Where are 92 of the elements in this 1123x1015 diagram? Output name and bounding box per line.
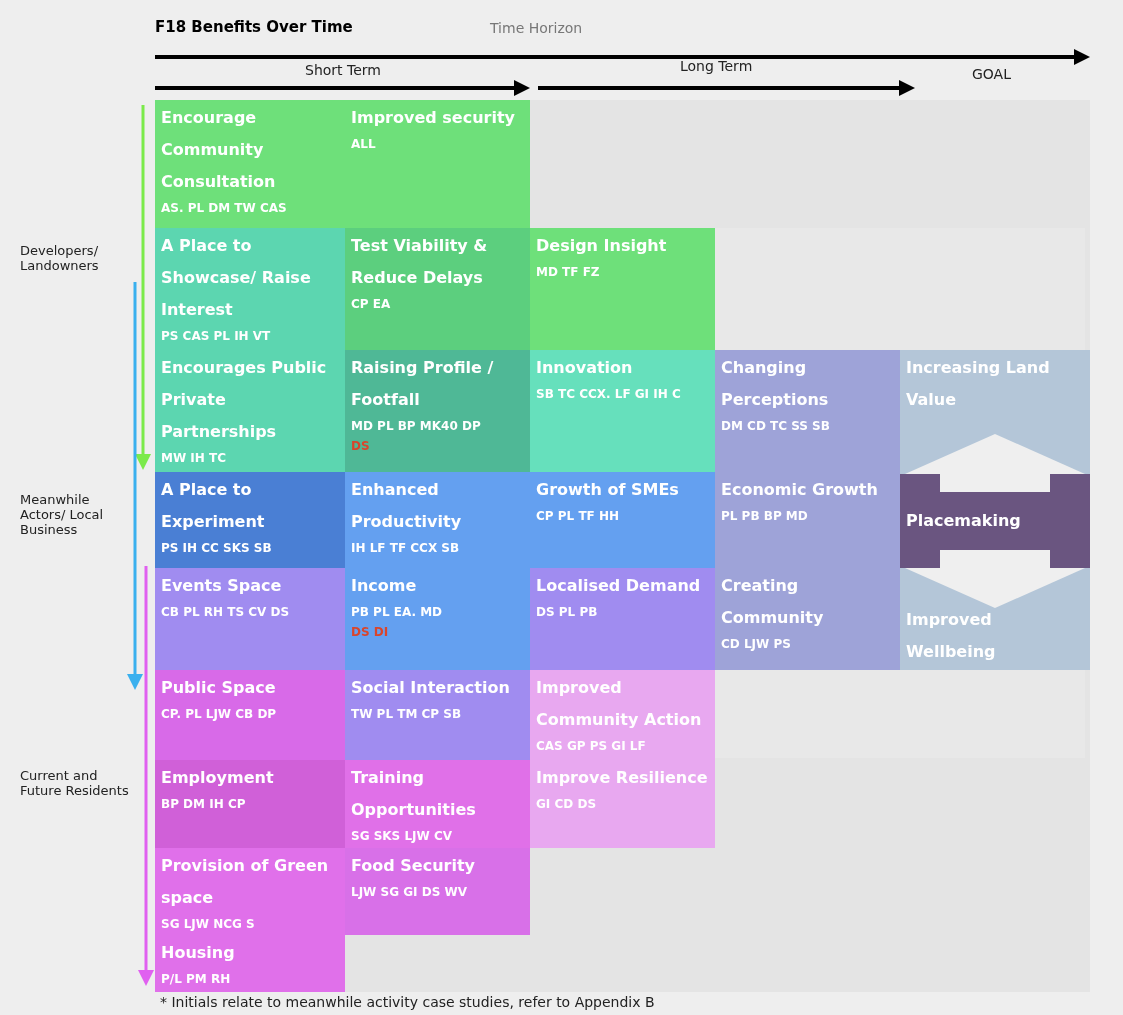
case-study-initials: CP EA (351, 296, 392, 313)
benefit-heading: Encourage Community Consultation (161, 107, 277, 193)
case-study-initials: SB TC CCX. LF GI IH C (536, 386, 682, 403)
stakeholder-label: Developers/ Landowners (20, 243, 100, 273)
case-study-initials: GI CD DS (536, 796, 598, 813)
benefit-tile (530, 568, 715, 670)
benefit-tile (155, 848, 345, 935)
benefit-tile (345, 848, 530, 935)
benefit-heading: Innovation (536, 357, 634, 379)
case-study-initials: LJW SG GI DS WV (351, 884, 468, 901)
benefit-tile (155, 568, 345, 670)
benefit-heading: A Place to Experiment (161, 479, 266, 533)
benefit-heading: Food Security (351, 855, 476, 877)
benefit-tile (530, 760, 715, 848)
case-study-initials: ALL (351, 136, 377, 153)
case-study-initials: CP. PL LJW CB DP (161, 706, 278, 723)
axis-label: Time Horizon (490, 20, 583, 36)
benefit-heading: Changing Perceptions (721, 357, 830, 411)
benefit-heading: Social Interaction (351, 677, 511, 699)
benefit-heading: Test Viability & Reduce Delays (351, 235, 489, 289)
benefit-tile (715, 350, 900, 472)
benefit-heading: Housing (161, 942, 236, 964)
benefit-tile (155, 228, 345, 350)
benefit-heading: Employment (161, 767, 275, 789)
case-study-initials: MD TF FZ (536, 264, 601, 281)
case-study-initials: PS IH CC SKS SB (161, 540, 273, 557)
benefit-tile (715, 568, 900, 670)
benefit-tile (155, 100, 345, 228)
case-study-initials: CD LJW PS (721, 636, 792, 653)
benefit-tile (345, 100, 530, 228)
period-label: Short Term (305, 62, 381, 78)
case-study-initials: MD PL BP MK40 DP (351, 418, 482, 435)
benefit-tile (530, 670, 715, 760)
benefit-heading: Localised Demand (536, 575, 702, 597)
stakeholder-label: Current and Future Residents (20, 768, 130, 798)
case-study-initials: PB PL EA. MD (351, 604, 444, 621)
benefit-heading: Training Opportunities (351, 767, 477, 821)
case-study-initials: CP PL TF HH (536, 508, 621, 525)
case-study-initials: DS PL PB (536, 604, 599, 621)
benefit-tile (345, 670, 530, 760)
case-study-initials: AS. PL DM TW CAS (161, 200, 288, 217)
case-study-initials: DS DI (351, 624, 390, 641)
stakeholder-label: Meanwhile Actors/ Local Business (20, 492, 105, 537)
benefit-tile (155, 670, 345, 760)
benefit-heading: Improved Community Action (536, 677, 703, 731)
benefit-heading: Placemaking (906, 510, 1021, 532)
benefit-tile (345, 228, 530, 350)
case-study-initials: P/L PM RH (161, 971, 232, 988)
case-study-initials: IH LF TF CCX SB (351, 540, 461, 557)
period-label: Long Term (680, 58, 753, 74)
case-study-initials: DM CD TC SS SB (721, 418, 831, 435)
benefit-tile (345, 760, 530, 848)
benefit-tile (155, 350, 345, 472)
benefit-heading: Encourages Public Private Partnerships (161, 357, 328, 443)
benefit-heading: Provision of Green space (161, 855, 330, 909)
benefit-heading: Improved security (351, 107, 516, 129)
benefit-heading: Public Space (161, 677, 277, 699)
benefit-heading: A Place to Showcase/ Raise Interest (161, 235, 312, 321)
case-study-initials: TW PL TM CP SB (351, 706, 463, 723)
block-arrow (905, 434, 1085, 492)
benefit-heading: Economic Growth (721, 479, 879, 501)
case-study-initials: SG LJW NCG S (161, 916, 256, 933)
benefit-heading: Events Space (161, 575, 283, 597)
case-study-initials: BP DM IH CP (161, 796, 247, 813)
case-study-initials: CAS GP PS GI LF (536, 738, 647, 755)
benefit-tile (155, 472, 345, 568)
benefit-tile (155, 935, 345, 992)
block-arrow (905, 550, 1085, 608)
benefit-tile (530, 472, 715, 568)
benefit-heading: Income (351, 575, 418, 597)
benefit-heading: Increasing Land Value (906, 357, 1051, 411)
period-label: GOAL (972, 66, 1011, 82)
case-study-initials: DS (351, 438, 371, 455)
benefit-tile (530, 350, 715, 472)
benefit-heading: Growth of SMEs (536, 479, 680, 501)
case-study-initials: MW IH TC (161, 450, 228, 467)
benefit-heading: Improved Wellbeing (906, 609, 997, 663)
benefit-heading: Creating Community (721, 575, 825, 629)
benefit-heading: Improve Resilience (536, 767, 709, 789)
diagram-title: F18 Benefits Over Time (155, 18, 353, 36)
benefit-tile (530, 228, 715, 350)
footnote: * Initials relate to meanwhile activity case studies, refer to Appendix B (160, 994, 655, 1010)
case-study-initials: CB PL RH TS CV DS (161, 604, 291, 621)
benefit-tile (345, 568, 530, 670)
case-study-initials: PS CAS PL IH VT (161, 328, 272, 345)
case-study-initials: PL PB BP MD (721, 508, 809, 525)
case-study-initials: SG SKS LJW CV (351, 828, 454, 845)
benefit-heading: Design Insight (536, 235, 668, 257)
benefit-heading: Enhanced Productivity (351, 479, 463, 533)
benefit-heading: Raising Profile / Footfall (351, 357, 495, 411)
benefit-tile (345, 350, 530, 472)
benefit-tile (155, 760, 345, 848)
